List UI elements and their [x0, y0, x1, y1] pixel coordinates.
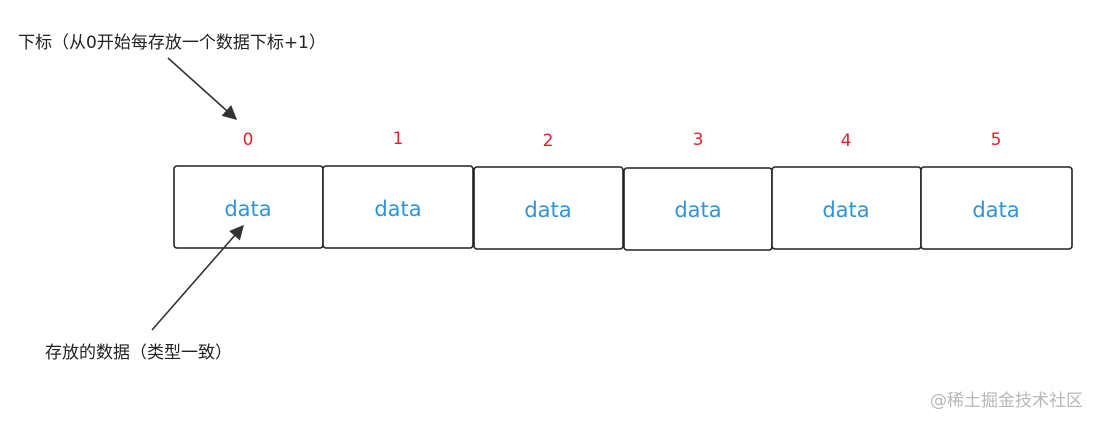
array-cell-1: data [322, 165, 474, 249]
array-cell-4: data [771, 166, 922, 250]
cell-value: data [224, 197, 271, 221]
index-label-1: 1 [393, 129, 404, 149]
cell-box [920, 166, 1073, 250]
index-pointer-arrow [167, 57, 238, 120]
index-label-5: 5 [991, 130, 1002, 150]
array-cell-2: data [473, 166, 624, 250]
cell-value: data [972, 198, 1019, 222]
index-annotation: 下标（从0开始每存放一个数据下标+1） [18, 33, 326, 53]
data-annotation: 存放的数据（类型一致） [45, 343, 232, 363]
cell-value: data [822, 198, 869, 222]
index-label-0: 0 [243, 130, 254, 150]
index-label-3: 3 [693, 130, 704, 150]
array-cells: data data data data data data [173, 165, 1073, 251]
array-cell-3: data [623, 167, 773, 251]
cell-box [322, 165, 474, 249]
cell-value: data [674, 198, 721, 222]
cell-value: data [374, 197, 421, 221]
index-label-2: 2 [543, 131, 554, 151]
index-label-4: 4 [841, 131, 852, 151]
cell-box [473, 166, 624, 250]
array-cell-0: data [173, 165, 324, 249]
data-pointer-arrow [151, 224, 244, 331]
cell-value: data [524, 198, 571, 222]
watermark: @稀土掘金技术社区 [930, 391, 1083, 411]
array-cell-5: data [920, 166, 1073, 250]
index-labels: 0 1 2 3 4 5 [243, 129, 1002, 151]
